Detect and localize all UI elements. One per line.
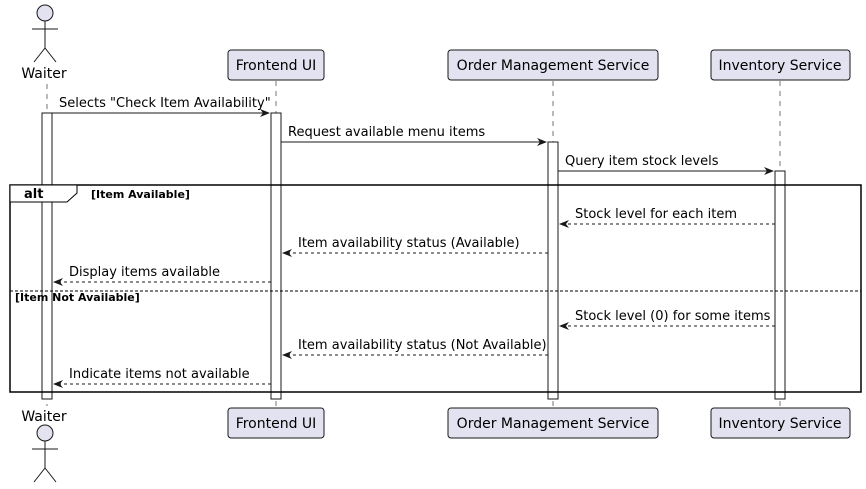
participant-frontend-ui-bottom: Frontend UI xyxy=(227,407,325,439)
participant-label: Frontend UI xyxy=(236,58,317,74)
message-request-menu-items: Request available menu items xyxy=(281,125,547,146)
participant-inventory-bottom: Inventory Service xyxy=(710,407,851,439)
message-label: Indicate items not available xyxy=(69,367,250,382)
alt-fragment-tab xyxy=(9,184,78,203)
message-label: Stock level for each item xyxy=(575,207,737,222)
message-availability-status-available: Item availability status (Available) xyxy=(282,236,548,257)
actor-head-icon xyxy=(36,4,54,22)
message-indicate-not-available: Indicate items not available xyxy=(53,367,271,388)
participant-order-management-bottom: Order Management Service xyxy=(447,407,659,439)
message-label: Request available menu items xyxy=(288,125,485,140)
activation-bar-frontend-ui xyxy=(270,112,282,400)
participant-label: Inventory Service xyxy=(718,58,841,74)
message-label: Item availability status (Available) xyxy=(298,236,520,251)
message-label: Stock level (0) for some items xyxy=(575,309,771,324)
participant-label: Order Management Service xyxy=(457,416,650,432)
actor-waiter-bottom: Waiter xyxy=(21,409,67,483)
participant-label: Inventory Service xyxy=(718,416,841,432)
message-label: Display items available xyxy=(69,265,220,280)
message-select-check-availability: Selects "Check Item Availability" xyxy=(52,96,271,117)
participant-label: Order Management Service xyxy=(457,58,650,74)
message-display-items-available: Display items available xyxy=(53,265,271,286)
message-stock-level-each-item: Stock level for each item xyxy=(559,207,775,228)
actor-waiter-top: Waiter xyxy=(21,4,67,82)
participant-order-management-top: Order Management Service xyxy=(447,49,659,81)
message-stock-level-zero: Stock level (0) for some items xyxy=(559,309,775,330)
participant-inventory-top: Inventory Service xyxy=(710,49,851,81)
alt-keyword: alt xyxy=(24,187,43,202)
actor-name-top: Waiter xyxy=(21,66,67,82)
participant-frontend-ui-top: Frontend UI xyxy=(227,49,325,81)
activation-bar-waiter xyxy=(41,112,53,400)
activation-bar-inventory xyxy=(774,170,786,400)
alt-guard-available: [Item Available] xyxy=(91,188,190,201)
message-label: Selects "Check Item Availability" xyxy=(59,96,271,111)
message-query-stock-levels: Query item stock levels xyxy=(558,154,774,175)
message-label: Item availability status (Not Available) xyxy=(298,338,547,353)
message-label: Query item stock levels xyxy=(565,154,719,169)
message-availability-status-not-available: Item availability status (Not Available) xyxy=(282,338,548,359)
alt-fragment-frame xyxy=(9,184,862,393)
actor-name-bottom: Waiter xyxy=(21,409,67,425)
actor-head-icon xyxy=(36,424,54,442)
activation-bar-order-management xyxy=(547,141,559,400)
alt-guard-not-available: [Item Not Available] xyxy=(15,291,140,304)
alt-fragment: alt [Item Available] [Item Not Available… xyxy=(9,184,862,393)
participant-label: Frontend UI xyxy=(236,416,317,432)
